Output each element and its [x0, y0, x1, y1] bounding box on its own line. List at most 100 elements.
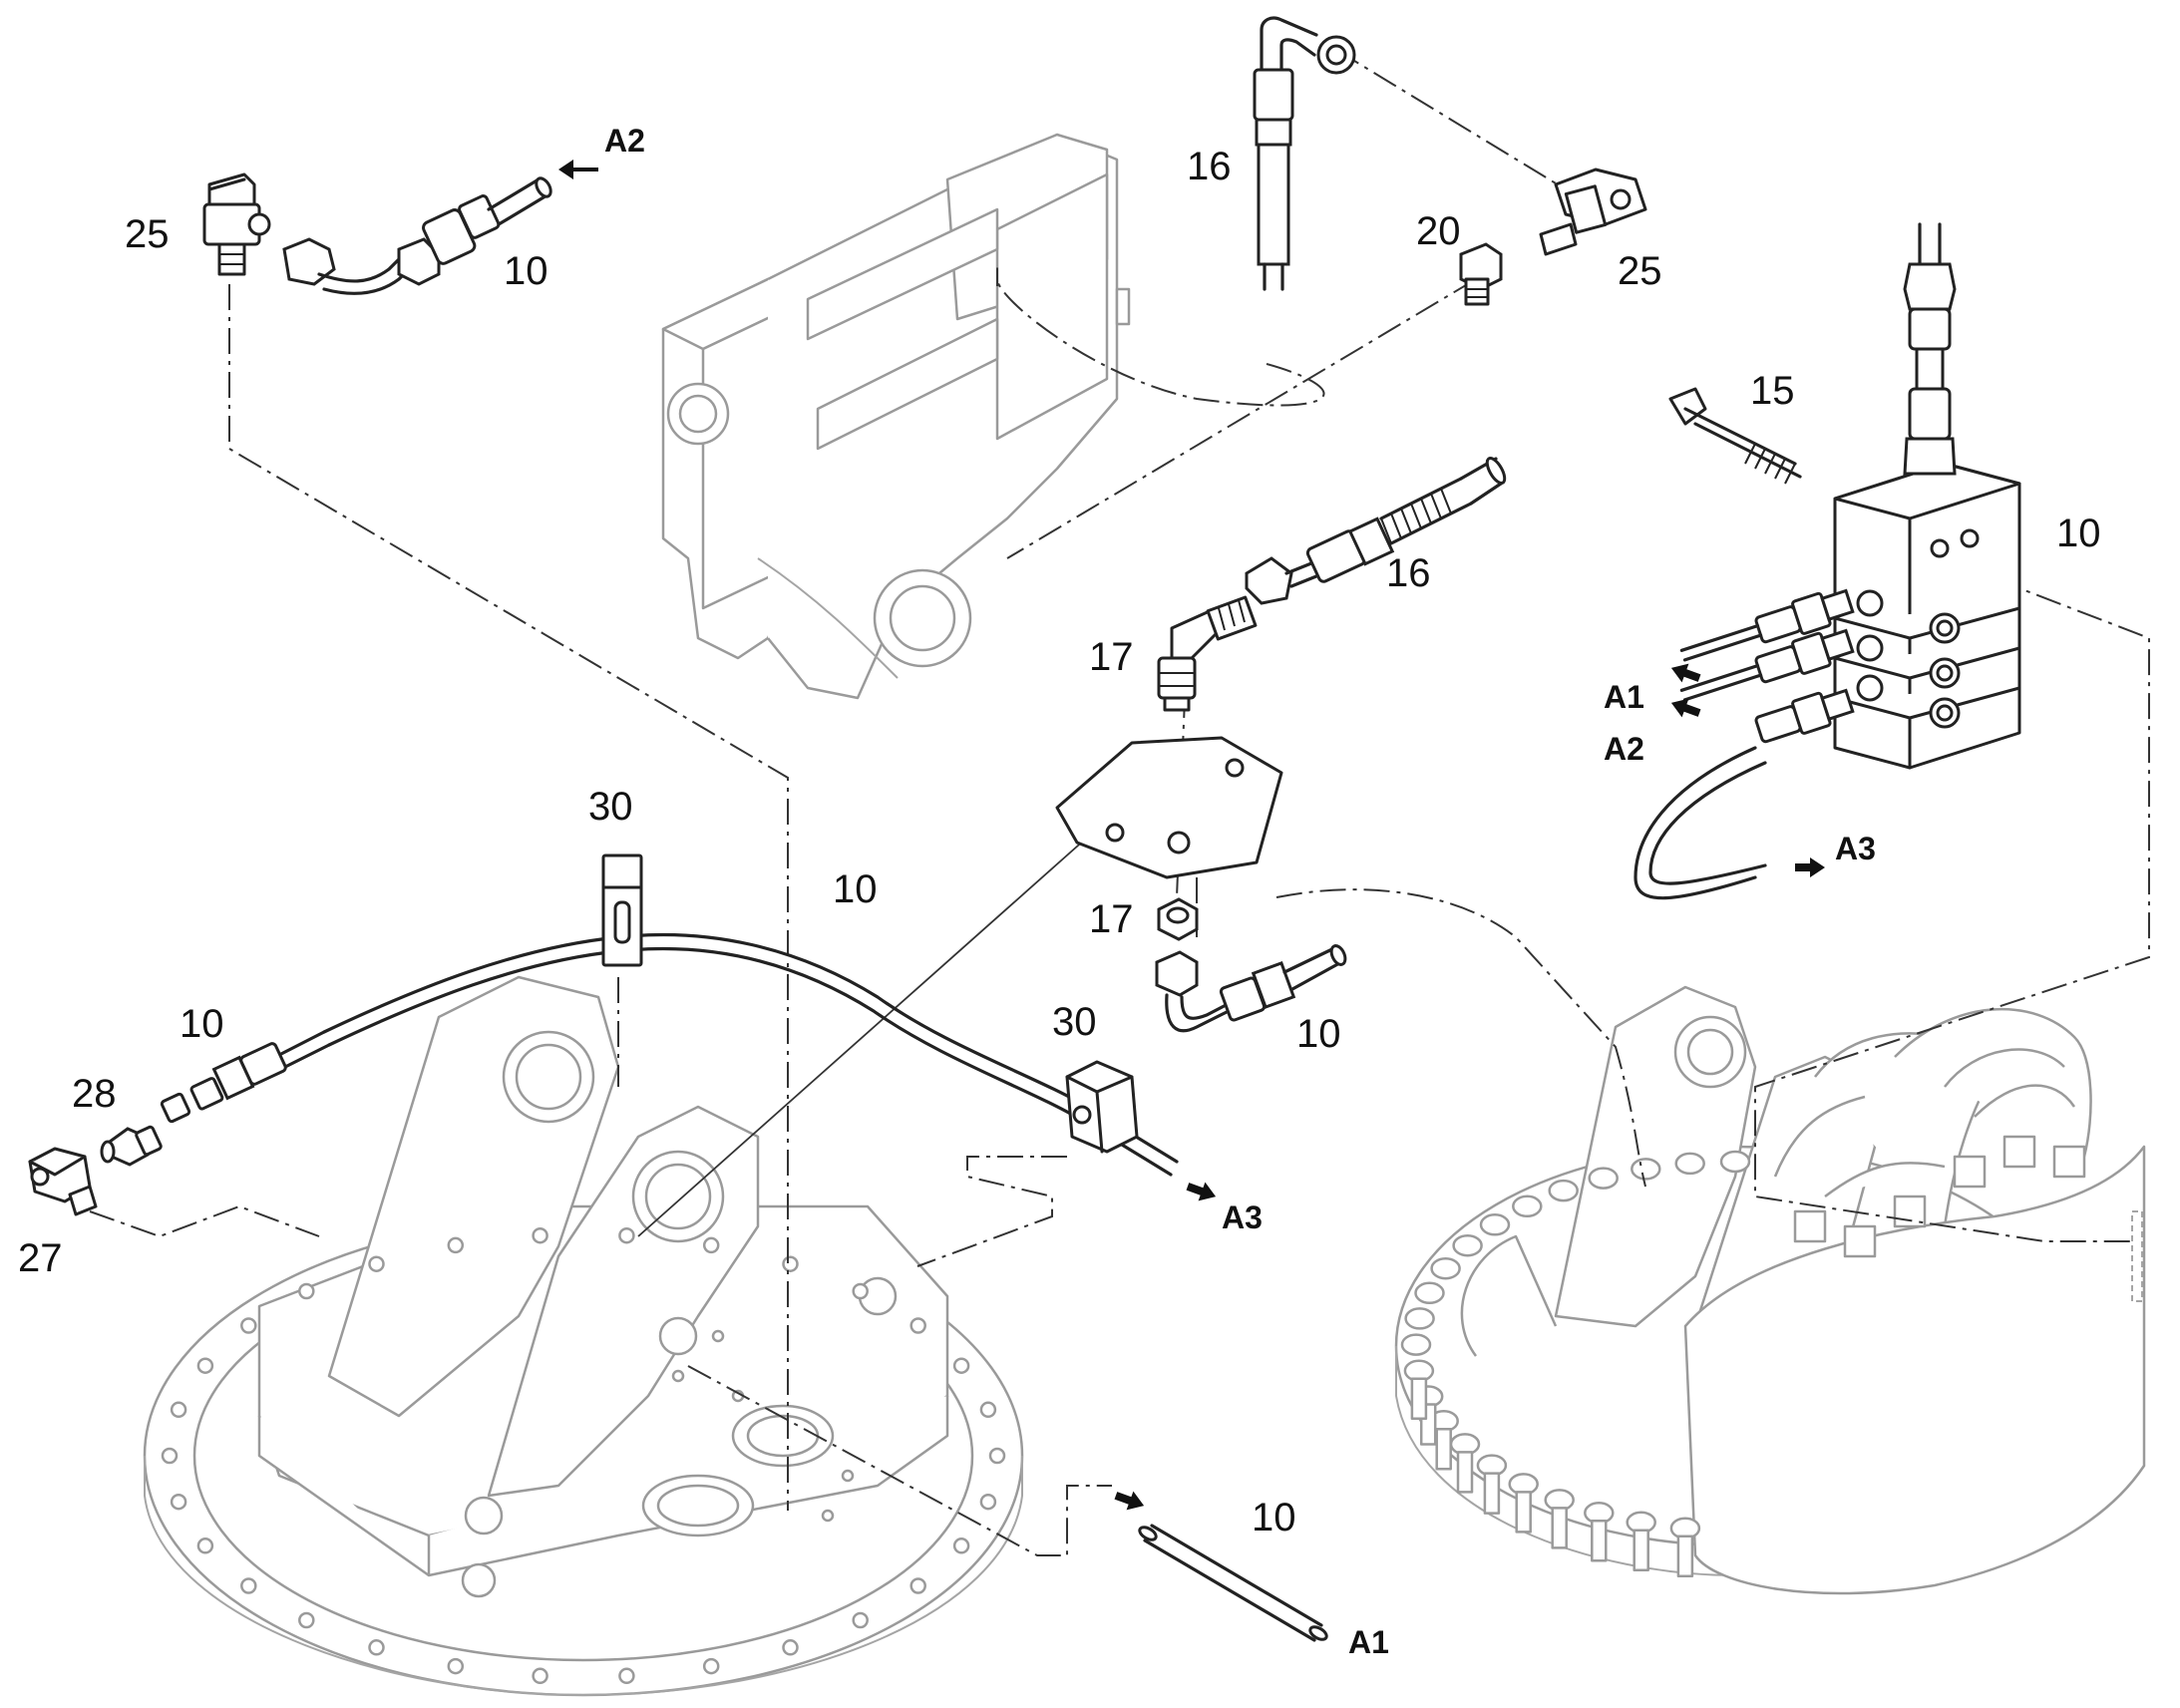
- flange-bolt-head: [1548, 1179, 1579, 1202]
- fitting-27: [28, 1147, 98, 1216]
- base-bolt-hole: [909, 1577, 926, 1594]
- base-bolt-hole: [909, 1317, 926, 1334]
- callout-17-elbow: 17: [1089, 635, 1134, 679]
- grease-fitting-25-right: [1539, 168, 1647, 256]
- callout-16-top: 16: [1187, 145, 1232, 188]
- flange-bolt-stud: [1633, 1529, 1649, 1572]
- elbow-17: [1157, 595, 1258, 712]
- flange-bolt-stud: [1435, 1427, 1452, 1471]
- callout-10-block: 10: [2056, 512, 2101, 555]
- base-bolt-hole: [447, 1657, 465, 1675]
- block-inlet-line: [1903, 222, 1957, 476]
- flow-tag-a1-block: A1: [1604, 679, 1644, 715]
- base-plate-ghost: [143, 975, 1024, 1697]
- flange-bolt-stud: [1676, 1535, 1694, 1577]
- base-bolt-hole: [298, 1611, 315, 1629]
- base-bolt-hole: [782, 1255, 799, 1272]
- base-bolt-hole: [852, 1282, 869, 1300]
- base-bolt-hole: [368, 1255, 385, 1272]
- base-bolt-hole: [618, 1226, 635, 1244]
- tube-10-left: [189, 1030, 331, 1111]
- callout-25-left: 25: [125, 212, 170, 256]
- flow-arrow-a3-mid: [1186, 1182, 1217, 1201]
- base-bolt-hole: [618, 1667, 635, 1685]
- flange-bolt-stud: [1515, 1491, 1532, 1534]
- flow-arrow-a2-top: [558, 160, 598, 179]
- callout-17-nut: 17: [1089, 897, 1134, 941]
- callout-28: 28: [72, 1072, 117, 1116]
- gasket-plate: [1055, 736, 1283, 879]
- base-bolt-hole: [852, 1611, 869, 1629]
- assembled-unit-ghost: [1394, 985, 2146, 1595]
- base-bolt-hole: [447, 1236, 465, 1254]
- callout-16-mid: 16: [1386, 551, 1431, 595]
- callout-30-right: 30: [1052, 1000, 1097, 1044]
- base-bolt-hole: [298, 1282, 315, 1300]
- block-outlet-fittings: [1634, 588, 1855, 900]
- base-bolt-hole: [368, 1639, 385, 1656]
- plug-20: [1459, 242, 1503, 306]
- base-bolt-hole: [170, 1401, 187, 1419]
- base-bolt-hole: [988, 1447, 1006, 1465]
- base-bolt-hole: [702, 1657, 720, 1675]
- flow-arrow-a2-block: [1670, 698, 1701, 718]
- base-bolt-hole: [979, 1493, 997, 1511]
- base-bolt-hole: [782, 1639, 799, 1656]
- base-bolt-holes-ghost: [161, 1226, 1006, 1685]
- callout-10-center: 10: [1296, 1012, 1341, 1056]
- flow-arrow-a1-block: [1670, 663, 1701, 683]
- tube-10-center: [1155, 944, 1347, 1033]
- flow-tag-a3-block: A3: [1835, 831, 1876, 866]
- base-bolt-hole: [161, 1447, 179, 1465]
- flange-bolt-stud: [1551, 1507, 1568, 1549]
- callout-10-left: 10: [180, 1002, 224, 1046]
- flow-arrow-a1-bottom: [1114, 1491, 1145, 1511]
- base-bolt-hole: [952, 1357, 970, 1374]
- callout-27: 27: [18, 1236, 63, 1280]
- flange-bolt-head: [1400, 1333, 1432, 1356]
- flange-bolt-head: [1719, 1150, 1751, 1174]
- flange-bolt-head: [1452, 1233, 1483, 1257]
- flange-bolt-head: [1414, 1281, 1445, 1305]
- flange-bolt-stud: [1456, 1451, 1474, 1494]
- clamp-30-right: [1065, 1060, 1139, 1154]
- grease-fitting-25-left: [202, 172, 271, 276]
- flange-bolt-head: [1430, 1256, 1461, 1280]
- tube-10-top-left: [282, 176, 552, 295]
- base-bolt-hole: [532, 1667, 548, 1685]
- callout-20: 20: [1416, 209, 1461, 253]
- callout-30-top: 30: [588, 785, 633, 829]
- callout-10-top-left: 10: [504, 249, 548, 293]
- flange-bolt-head: [1404, 1307, 1435, 1330]
- callout-15: 15: [1750, 369, 1795, 413]
- bolt-15: [1668, 387, 1802, 485]
- pivot-bracket-ghost: [661, 133, 1131, 700]
- flow-arrow-a3-block: [1795, 857, 1825, 877]
- hose-16-mid: [1245, 457, 1507, 605]
- gasket-leader-line: [637, 837, 1088, 1237]
- base-bolt-hole: [952, 1537, 970, 1554]
- distributor-block-10: [1833, 462, 2021, 770]
- base-bolt-hole: [240, 1317, 257, 1334]
- nut-17: [1157, 897, 1199, 941]
- callout-10-long-tube: 10: [833, 867, 878, 911]
- tube-10-bottom: [1138, 1524, 1328, 1642]
- flange-bolt-head: [1479, 1213, 1511, 1236]
- flange-bolt-head: [1631, 1158, 1661, 1181]
- hose-16-top: [1253, 16, 1356, 291]
- clamp-30-top: [601, 854, 643, 967]
- fitting-28: [100, 1092, 191, 1167]
- tube-10-long: [322, 932, 1179, 1177]
- flow-tag-a2-top: A2: [604, 123, 645, 159]
- base-bolt-hole: [532, 1226, 548, 1244]
- flange-bolt-stud: [1591, 1520, 1608, 1562]
- callout-25-right: 25: [1618, 249, 1662, 293]
- base-bolt-hole: [979, 1401, 997, 1419]
- callout-10-bottom: 10: [1252, 1496, 1296, 1539]
- flow-tag-a2-block: A2: [1604, 731, 1644, 767]
- flange-bolt-head: [1512, 1195, 1543, 1218]
- base-bolt-hole: [196, 1357, 214, 1374]
- flange-bolt-stud: [1483, 1472, 1501, 1515]
